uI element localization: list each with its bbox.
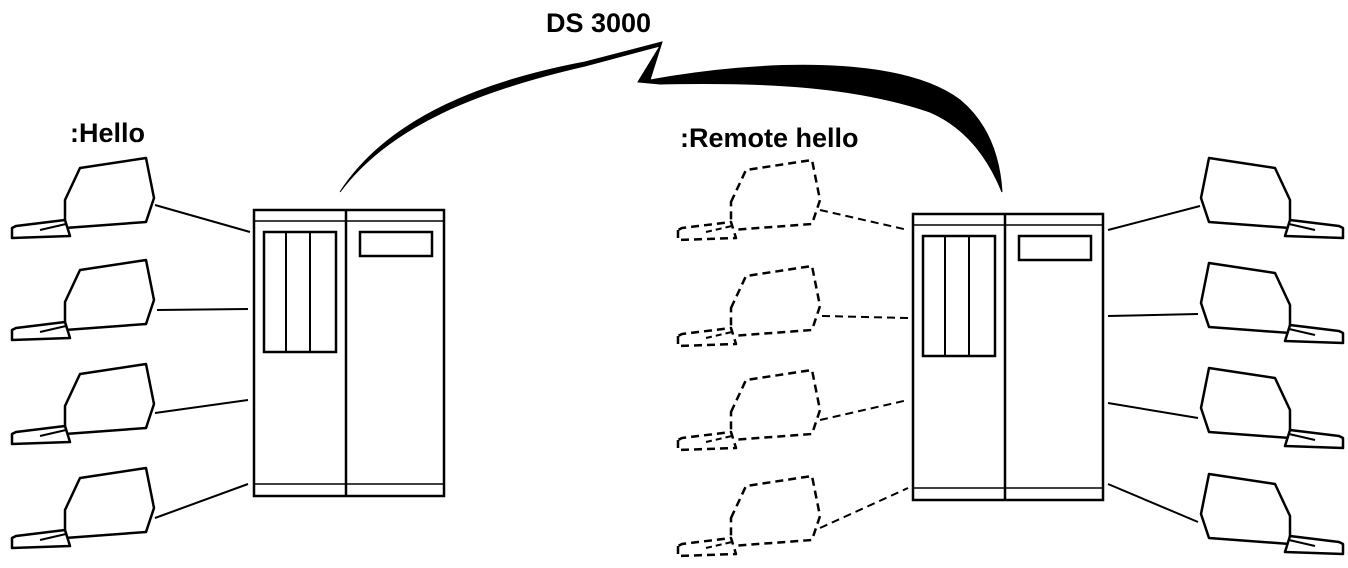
left-mainframe (252, 208, 446, 498)
left-system-label: :Hello (70, 118, 145, 148)
right-terminal-1 (1199, 156, 1345, 240)
right-terminal-2 (1199, 261, 1345, 345)
left-terminal-2 (10, 258, 156, 342)
left-connection-1 (154, 204, 251, 233)
right-system-label: :Remote hello (680, 123, 859, 153)
remote-connection-3 (819, 399, 909, 421)
right-connection-2 (1107, 313, 1199, 317)
remote-terminal-4 (676, 474, 822, 558)
left-terminal-1 (10, 156, 156, 240)
right-connection-4 (1107, 483, 1199, 523)
right-mainframe (911, 212, 1105, 502)
right-connection-1 (1107, 205, 1201, 231)
left-connection-2 (156, 308, 249, 311)
left-connection-3 (154, 399, 249, 414)
right-terminal-4 (1199, 472, 1345, 556)
remote-connection-2 (821, 315, 909, 319)
remote-terminal-2 (676, 264, 822, 348)
left-connection-4 (154, 483, 249, 519)
right-terminal-3 (1199, 366, 1345, 450)
left-terminal-3 (10, 362, 156, 446)
remote-terminal-3 (676, 368, 822, 452)
link-label: DS 3000 (546, 8, 651, 38)
remote-terminal-1 (676, 158, 822, 242)
remote-connection-1 (819, 209, 909, 231)
right-connection-3 (1107, 402, 1199, 419)
link-arc (339, 41, 1003, 193)
left-terminal-4 (10, 466, 156, 550)
remote-connection-4 (819, 487, 909, 529)
